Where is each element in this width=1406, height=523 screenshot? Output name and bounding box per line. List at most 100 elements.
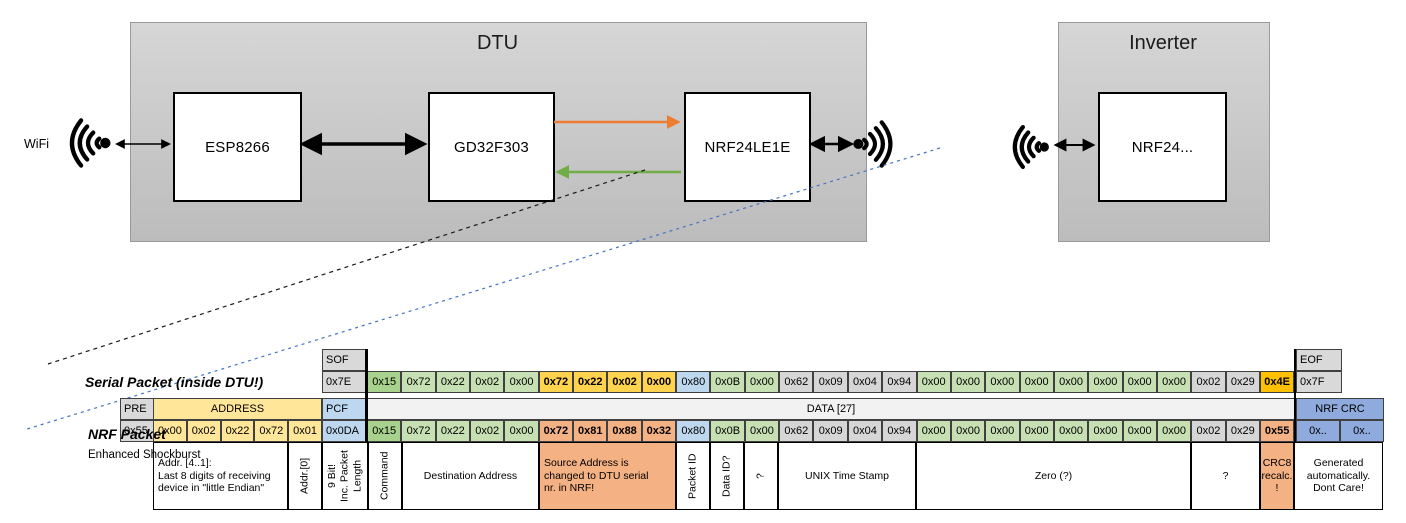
nrf-packet-label: NRF Packet	[88, 426, 166, 442]
serial-byte-cell: 0x15	[367, 371, 402, 393]
serial-byte-cell: 0x02	[470, 371, 505, 393]
pcf-value-cell: 0x0DA	[322, 420, 368, 442]
annotation-cell: Source Address is changed to DTU serial …	[539, 442, 676, 510]
serial-byte-cell: 0x80	[676, 371, 711, 393]
nrf-address-cell: 0x72	[254, 420, 289, 442]
serial-byte-cell: 0x00	[916, 371, 951, 393]
nrf-crc-cell: 0x..	[1340, 420, 1384, 442]
wifi-signal-icon	[1012, 124, 1049, 170]
serial-packet-label: Serial Packet (inside DTU!)	[85, 374, 264, 390]
nrf-byte-cell: 0x00	[504, 420, 539, 442]
nrf-byte-cell: 0x29	[1225, 420, 1260, 442]
nrf-byte-cell: 0x00	[916, 420, 951, 442]
serial-byte-cell: 0x22	[435, 371, 471, 393]
nrf-byte-cell: 0x80	[676, 420, 711, 442]
nrf-byte-cell: 0x15	[367, 420, 402, 442]
nrf-byte-cell: 0x88	[607, 420, 642, 442]
nrf-byte-cell: 0x02	[470, 420, 505, 442]
pre-header-cell: PRE	[120, 398, 154, 420]
nrf-byte-cell: 0x00	[1053, 420, 1089, 442]
nrf-byte-cell: 0x00	[950, 420, 986, 442]
serial-byte-cell: 0x00	[504, 371, 539, 393]
data-region-separator-left	[365, 349, 368, 442]
nrf-address-cell: 0x01	[288, 420, 322, 442]
annotation-cell: Zero (?)	[916, 442, 1191, 510]
nrf-byte-cell: 0x0B	[710, 420, 745, 442]
chip-nrf24le1e: NRF24LE1E	[684, 92, 811, 202]
nrf-crc-row: 0x..0x..	[1296, 420, 1384, 442]
wifi-signal-icon	[69, 118, 111, 168]
nrf-byte-cell: 0x00	[1156, 420, 1192, 442]
serial-byte-cell: 0x04	[847, 371, 883, 393]
nrf-byte-cell: 0x00	[744, 420, 780, 442]
annotation-cell: Generated automatically. Dont Care!	[1294, 442, 1383, 510]
eof-header-cell: EOF	[1296, 349, 1342, 371]
annotation-cell: UNIX Time Stamp	[778, 442, 916, 510]
nrf-byte-cell: 0x00	[1122, 420, 1157, 442]
serial-byte-cell: 0x72	[401, 371, 436, 393]
nrf-byte-cell: 0x72	[538, 420, 574, 442]
pcf-header-cell: PCF	[322, 398, 368, 420]
annotation-cell: ?	[1191, 442, 1260, 510]
serial-byte-cell: 0x09	[813, 371, 848, 393]
serial-byte-cell: 0x72	[538, 371, 574, 393]
annotation-cell: Command	[368, 442, 402, 510]
sof-value-cell: 0x7E	[322, 371, 368, 393]
serial-byte-cell: 0x00	[1156, 371, 1192, 393]
annotation-cell: CRC8 recalc. !	[1260, 442, 1294, 510]
data27-header-cell: DATA [27]	[367, 398, 1295, 420]
serial-byte-cell: 0x22	[573, 371, 608, 393]
serial-byte-cell: 0x62	[779, 371, 814, 393]
serial-byte-cell: 0x02	[607, 371, 642, 393]
serial-byte-cell: 0x00	[950, 371, 986, 393]
nrf-byte-cell: 0x81	[573, 420, 608, 442]
serial-byte-cell: 0x00	[641, 371, 677, 393]
serial-byte-cell: 0x00	[1122, 371, 1157, 393]
serial-byte-cell: 0x00	[1019, 371, 1054, 393]
serial-byte-cell: 0x29	[1225, 371, 1260, 393]
enhanced-shockburst-label: Enhanced Shockburst	[88, 449, 201, 461]
nrf-byte-cell: 0x94	[882, 420, 917, 442]
serial-byte-cell: 0x0B	[710, 371, 745, 393]
nrf-address-cell: 0x02	[186, 420, 221, 442]
nrf-byte-cell: 0x00	[1088, 420, 1123, 442]
nrf-byte-cell: 0x62	[779, 420, 814, 442]
serial-byte-cell: 0x02	[1191, 371, 1226, 393]
eof-value-cell: 0x7F	[1296, 371, 1342, 393]
nrf-annotation-row: Addr. [4..1]: Last 8 digits of receiving…	[153, 442, 1383, 510]
serial-byte-cell: 0x94	[882, 371, 917, 393]
wifi-signal-icon	[853, 120, 893, 168]
data-region-separator-right	[1293, 349, 1296, 442]
chip-esp8266: ESP8266	[173, 92, 302, 202]
sof-header-cell: SOF	[322, 349, 368, 371]
serial-byte-cell: 0x00	[985, 371, 1020, 393]
annotation-cell: Addr. [4..1]: Last 8 digits of receiving…	[153, 442, 288, 510]
annotation-cell: Addr.[0]	[288, 442, 322, 510]
serial-byte-cell: 0x4E	[1259, 371, 1295, 393]
address-header-cell: ADDRESS	[153, 398, 322, 420]
annotation-cell: 9 Bit! Inc. Packet Length	[322, 442, 368, 510]
chip-gd32f303: GD32F303	[428, 92, 555, 202]
nrf-byte-cell: 0x00	[985, 420, 1020, 442]
nrf-byte-cell: 0x09	[813, 420, 848, 442]
annotation-cell: Data ID?	[710, 442, 744, 510]
serial-byte-cell: 0x00	[1088, 371, 1123, 393]
chip-inverter-nrf24: NRF24...	[1098, 92, 1227, 202]
nrf-byte-cell: 0x04	[847, 420, 883, 442]
nrf-byte-cell: 0x00	[1019, 420, 1054, 442]
nrf-byte-cell: 0x72	[401, 420, 436, 442]
nrf-address-cell: 0x22	[220, 420, 255, 442]
annotation-cell: ?	[744, 442, 778, 510]
wifi-label: WiFi	[24, 137, 49, 151]
nrf-crc-header-cell: NRF CRC	[1296, 398, 1384, 420]
annotation-cell: Destination Address	[402, 442, 539, 510]
serial-byte-cell: 0x00	[1053, 371, 1089, 393]
nrf-byte-cell: 0x55	[1259, 420, 1295, 442]
nrf-byte-cell: 0x32	[641, 420, 677, 442]
nrf-byte-cell: 0x02	[1191, 420, 1226, 442]
annotation-cell: Packet ID	[676, 442, 710, 510]
